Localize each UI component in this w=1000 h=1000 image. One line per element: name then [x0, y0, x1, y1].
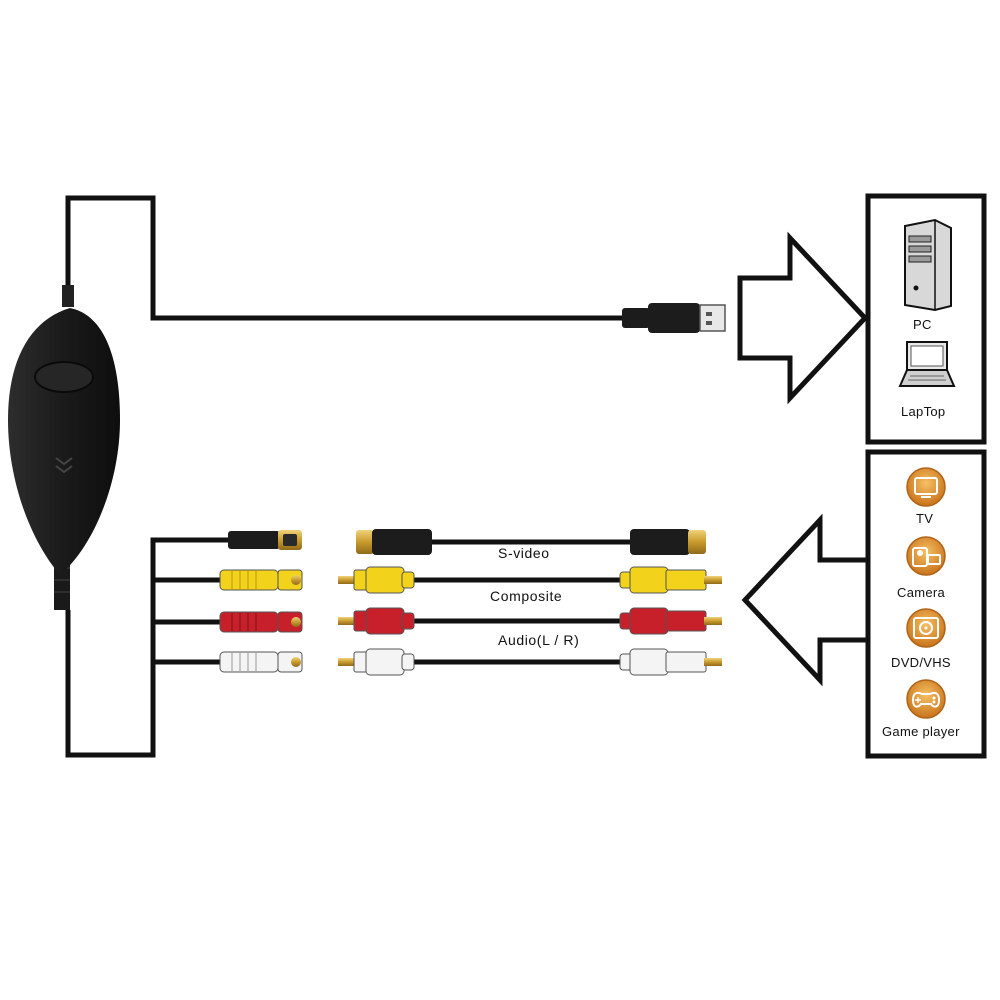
usb-strain-relief	[62, 285, 74, 307]
breakout-svideo-jack	[228, 530, 302, 550]
breakout-wire	[65, 537, 230, 758]
dvd-icon	[906, 608, 946, 648]
breakout-white-jack	[219, 651, 303, 673]
game-player-label: Game player	[882, 724, 960, 739]
capture-button[interactable]	[34, 361, 94, 393]
tv-icon	[906, 467, 946, 507]
camera-label: Camera	[897, 585, 946, 600]
dvd-label: DVD/VHS	[891, 655, 951, 670]
game-controller-icon	[906, 679, 946, 719]
chevron-icon	[55, 457, 73, 466]
input-device-panel: TV Camera DVD/VHS Game player	[865, 449, 987, 759]
camera-icon	[906, 536, 946, 576]
svideo-label: S-video	[498, 545, 550, 561]
audio-red-cable: Audio(L / R)	[338, 607, 722, 648]
tv-label: TV	[916, 511, 933, 526]
usb-cable	[62, 195, 726, 333]
output-device-panel: PC LapTop	[865, 193, 987, 445]
audio-label: Audio(L / R)	[498, 632, 579, 648]
breakout-yellow-jack	[219, 569, 303, 591]
usb-plug	[622, 303, 726, 333]
output-arrow-icon	[737, 231, 869, 405]
svideo-cable: S-video	[356, 529, 706, 561]
breakout-red-jack	[219, 611, 303, 633]
input-arrow-icon	[741, 513, 868, 687]
pc-label: PC	[913, 317, 932, 332]
device-body	[8, 308, 120, 575]
composite-label: Composite	[490, 588, 562, 604]
laptop-icon	[898, 341, 956, 387]
capture-device	[8, 308, 120, 610]
pc-tower-icon	[904, 218, 952, 312]
composite-cable: Composite	[338, 566, 722, 604]
audio-white-cable	[338, 648, 722, 676]
laptop-label: LapTop	[901, 404, 945, 419]
